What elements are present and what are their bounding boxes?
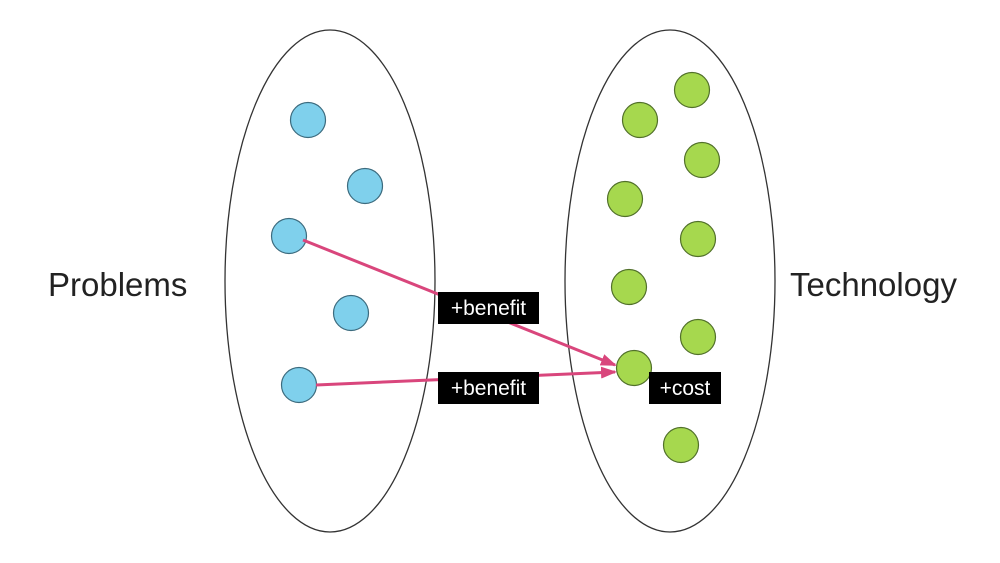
problems-label: Problems <box>48 266 187 303</box>
technology-dot <box>621 101 659 139</box>
technology-dot <box>662 426 700 464</box>
problem-dots <box>270 101 384 404</box>
technology-dots <box>606 71 721 464</box>
problem-dot <box>270 217 308 255</box>
technology-label: Technology <box>790 266 957 303</box>
technology-dot <box>673 71 711 109</box>
problems-set-ellipse <box>224 29 436 533</box>
technology-set-ellipse <box>564 29 776 533</box>
benefit-tag-lower: +benefit <box>438 372 539 404</box>
benefit-tag-upper-text: +benefit <box>451 297 526 320</box>
technology-dot-target <box>615 349 653 387</box>
technology-dot <box>610 268 648 306</box>
cost-tag-text: +cost <box>660 377 711 400</box>
problem-dot <box>280 366 318 404</box>
technology-dot <box>679 220 717 258</box>
benefit-tag-lower-text: +benefit <box>451 377 526 400</box>
problem-dot <box>346 167 384 205</box>
technology-dot <box>606 180 644 218</box>
technology-dot <box>683 141 721 179</box>
technology-dot <box>679 318 717 356</box>
problem-dot <box>332 294 370 332</box>
cost-tag: +cost <box>649 372 721 404</box>
problem-dot <box>289 101 327 139</box>
benefit-tag-upper: +benefit <box>438 292 539 324</box>
